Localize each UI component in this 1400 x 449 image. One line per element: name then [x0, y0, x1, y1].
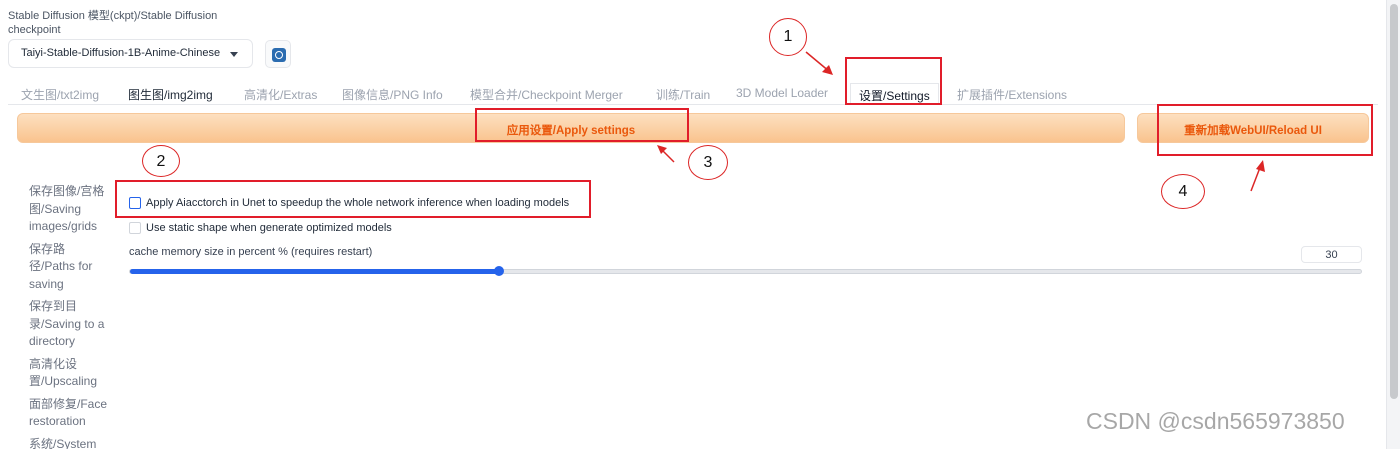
checkpoint-label: Stable Diffusion 模型(ckpt)/Stable Diffusi…	[8, 10, 218, 36]
tab-extras[interactable]: 高清化/Extras	[244, 88, 318, 102]
tab-png-info[interactable]: 图像信息/PNG Info	[342, 88, 443, 102]
chevron-down-icon	[230, 52, 238, 57]
tab-3d-model-loader[interactable]: 3D Model Loader	[736, 86, 829, 100]
annotation-box-checkbox	[115, 180, 591, 218]
annotation-box-reload	[1157, 104, 1373, 156]
checkpoint-selected-value: Taiyi-Stable-Diffusion-1B-Anime-Chinese	[21, 47, 221, 59]
cache-size-label: cache memory size in percent % (requires…	[129, 246, 373, 258]
cache-size-slider[interactable]	[129, 266, 1362, 276]
annotation-number-4: 4	[1161, 174, 1205, 209]
sidebar-item-saving-images[interactable]: 保存图像/宫格图/Saving images/grids	[29, 184, 105, 233]
tab-img2img[interactable]: 图生图/img2img	[128, 88, 213, 102]
annotation-arrow-3	[657, 145, 675, 163]
watermark: CSDN @csdn565973850	[1086, 408, 1345, 434]
scrollbar-thumb[interactable]	[1390, 4, 1398, 399]
aiacctorch-checkbox[interactable]	[129, 197, 141, 209]
reload-ui-button[interactable]: 重新加载WebUI/Reload UI	[1137, 113, 1369, 143]
reload-ui-label: 重新加载WebUI/Reload UI	[1184, 125, 1322, 137]
cache-size-number-input[interactable]: 30	[1301, 246, 1362, 263]
tab-bar: 文生图/txt2img 图生图/img2img 高清化/Extras 图像信息/…	[8, 83, 1378, 105]
page-scrollbar[interactable]	[1386, 0, 1400, 449]
checkpoint-select[interactable]: Taiyi-Stable-Diffusion-1B-Anime-Chinese	[8, 39, 253, 68]
tab-txt2img[interactable]: 文生图/txt2img	[21, 88, 100, 102]
tab-train[interactable]: 训练/Train	[656, 88, 711, 102]
annotation-arrow-1	[805, 51, 833, 75]
apply-settings-label: 应用设置/Apply settings	[506, 125, 636, 137]
sidebar-item-face-restoration[interactable]: 面部修复/Face restoration	[29, 396, 108, 429]
tab-extensions[interactable]: 扩展插件/Extensions	[957, 88, 1068, 102]
sidebar-item-saving-directory[interactable]: 保存到目录/Saving to a directory	[29, 299, 105, 348]
tab-checkpoint-merger[interactable]: 模型合并/Checkpoint Merger	[470, 88, 623, 102]
annotation-box-apply	[475, 108, 689, 142]
annotation-number-2: 2	[142, 145, 180, 177]
static-shape-label: Use static shape when generate optimized…	[146, 222, 392, 234]
sidebar-item-upscaling[interactable]: 高清化设置/Upscaling	[29, 356, 98, 389]
aiacctorch-label: Apply Aiacctorch in Unet to speedup the …	[146, 197, 570, 209]
sidebar-item-paths[interactable]: 保存路径/Paths for saving	[29, 241, 93, 291]
annotation-arrow-4	[1250, 160, 1265, 192]
cache-slider-handle[interactable]	[494, 266, 505, 276]
settings-sidebar: 保存图像/宫格图/Saving images/grids 保存路径/Paths …	[29, 183, 111, 449]
annotation-number-3: 3	[688, 145, 728, 180]
refresh-icon	[272, 48, 286, 62]
static-shape-checkbox[interactable]	[129, 222, 141, 234]
apply-settings-button[interactable]: 应用设置/Apply settings	[17, 113, 1125, 143]
sidebar-item-system[interactable]: 系统/System	[29, 436, 97, 449]
annotation-box-settings-tab	[845, 57, 942, 105]
refresh-checkpoint-button[interactable]	[265, 40, 291, 68]
cache-slider-fill	[130, 269, 500, 274]
annotation-number-1: 1	[769, 18, 807, 56]
